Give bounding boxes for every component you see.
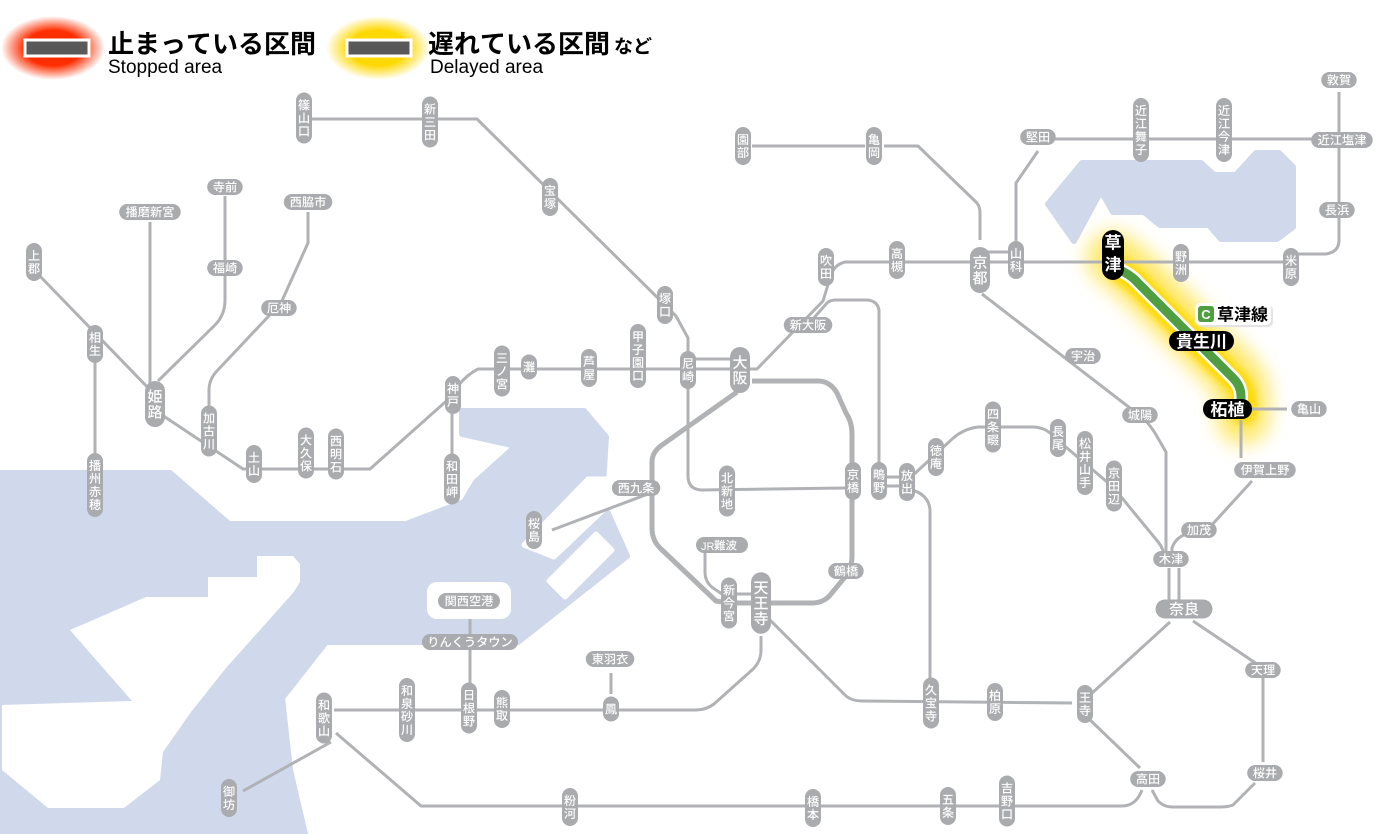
svg-text:Stopped area: Stopped area [108, 57, 223, 78]
svg-text:JR: JR [701, 541, 715, 553]
svg-text:C: C [1201, 307, 1211, 322]
svg-text:Delayed area: Delayed area [430, 57, 543, 78]
